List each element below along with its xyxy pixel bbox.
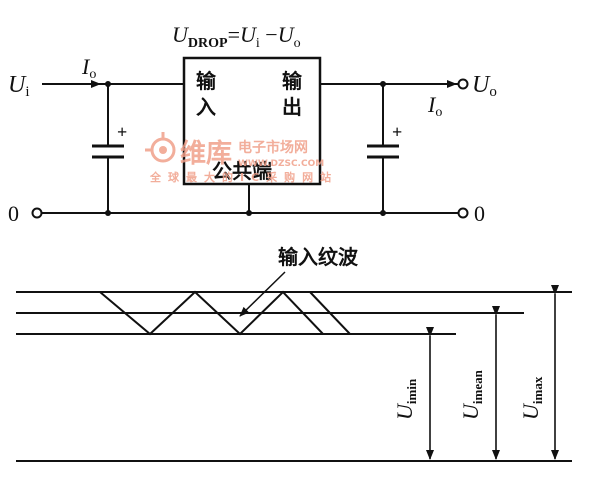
- regulator-in-bottom: 入: [196, 95, 216, 119]
- ground-right-terminal: [457, 207, 469, 219]
- output-cap-plus: +: [392, 122, 402, 142]
- ripple-triangle-wave: [99, 290, 353, 336]
- output-current-label: Io: [427, 92, 442, 120]
- watermark-url: WWW.DZSC.COM: [238, 159, 324, 169]
- umax-label: Uimax: [518, 376, 545, 420]
- ripple-label: 输入纹波: [278, 245, 359, 269]
- input-capacitor: [92, 84, 124, 213]
- regulator-out-bottom: 出: [282, 95, 302, 119]
- umin-label: Uimin: [392, 378, 419, 420]
- watermark-brand: 维库: [180, 138, 232, 169]
- regulator-box: [182, 56, 322, 186]
- regulator-in-top: 输: [196, 69, 217, 93]
- ripple-waveform: [16, 271, 572, 462]
- ground-right-label: 0: [474, 201, 485, 226]
- terminals: [31, 78, 469, 219]
- watermark: 维库 电子市场网 WWW.DZSC.COM 全球最大的IC采购网站: [145, 132, 338, 184]
- ripple-annotation-arrow: [239, 271, 286, 317]
- input-current-label: Io: [81, 54, 96, 82]
- ground-left-label: 0: [8, 201, 19, 226]
- watermark-site: 电子市场网: [238, 139, 308, 156]
- output-capacitor: [367, 84, 399, 213]
- ground-left-terminal: [31, 207, 43, 219]
- regulator-out-top: 输: [282, 69, 303, 93]
- output-terminal: [457, 78, 469, 90]
- output-voltage-label: Uo: [472, 72, 497, 100]
- dropout-formula: UDROP=Ui −Uo: [172, 22, 301, 51]
- input-voltage-label: Ui: [8, 72, 30, 100]
- junction-dots: [105, 81, 386, 216]
- regulator-common: 公共端: [212, 159, 272, 183]
- umean-label: Uimean: [458, 369, 485, 420]
- watermark-logo-icon: [145, 132, 176, 163]
- watermark-slogan: 全球最大的IC采购网站: [149, 170, 338, 184]
- input-cap-plus: +: [117, 122, 127, 142]
